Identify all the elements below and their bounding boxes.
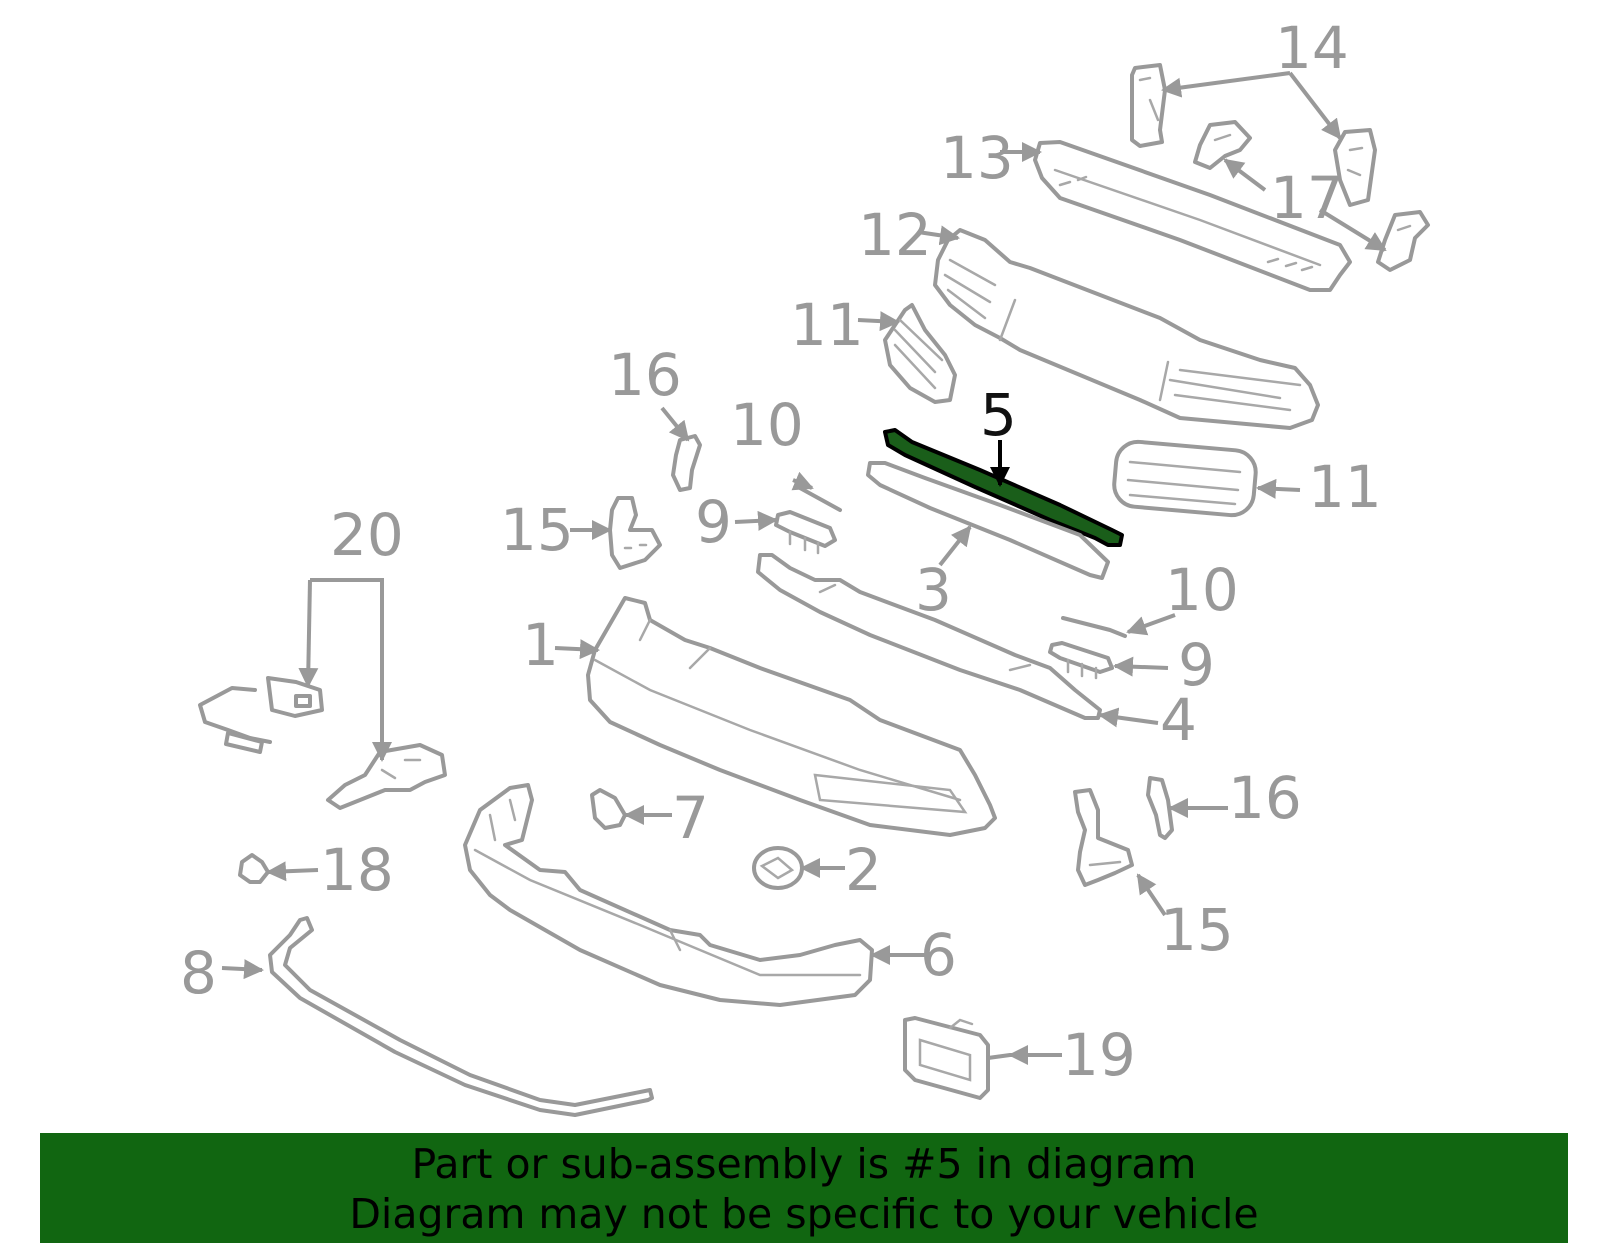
part-9-clip-right [1048, 641, 1114, 680]
leader-lines [221, 71, 1387, 1065]
part-3-strip [866, 461, 1110, 580]
part-18-clip [238, 853, 270, 884]
callout-16-upper: 16 [608, 341, 682, 409]
part-2-grommet [752, 846, 804, 890]
part-20-sensor [198, 676, 324, 754]
callout-10-upper: 10 [730, 391, 804, 459]
callout-18: 18 [320, 836, 394, 904]
callout-9-right: 9 [1178, 631, 1215, 699]
callout-5: 5 [980, 381, 1017, 449]
part-10-clip-upper [798, 486, 842, 512]
callout-16-right: 16 [1228, 764, 1302, 832]
parts-diagram: 14 13 17 12 11 16 5 10 11 9 15 20 3 10 1… [180, 14, 1430, 1117]
callout-19: 19 [1062, 1021, 1136, 1089]
part-8-tube [268, 916, 654, 1117]
callout-1: 1 [522, 611, 559, 679]
callout-12: 12 [858, 201, 932, 269]
callout-3: 3 [915, 556, 952, 624]
part-10-clip-right [1061, 616, 1127, 638]
part-19-fog-lamp [903, 1016, 1012, 1100]
part-9-clip-upper [774, 510, 837, 555]
part-12-absorber [933, 228, 1320, 430]
callout-14: 14 [1275, 14, 1349, 82]
part-14-bracket-left [1130, 63, 1167, 148]
callout-4: 4 [1160, 686, 1197, 754]
part-17-bracket-lower [1376, 210, 1430, 272]
part-4-bar [756, 553, 1102, 720]
part-13-reinforcement [1033, 140, 1352, 292]
callout-9-upper: 9 [695, 488, 732, 556]
part-5-strip-highlighted [883, 428, 1124, 547]
part-1-bumper-cover [586, 596, 997, 837]
callout-6: 6 [920, 921, 957, 989]
part-14-bracket-right [1333, 128, 1377, 207]
callout-11-left: 11 [790, 291, 864, 359]
part-11-grille-right [1112, 439, 1258, 518]
part-15-bracket-upper [608, 496, 662, 570]
callout-15-right: 15 [1160, 896, 1234, 964]
callout-7: 7 [672, 784, 709, 852]
part-16-bracket-right [1146, 776, 1174, 840]
banner-line-part: Part or sub-assembly is #5 in diagram [411, 1140, 1197, 1188]
banner-line-disclaimer: Diagram may not be specific to your vehi… [349, 1190, 1259, 1238]
part-11-grille-left [883, 303, 957, 404]
callout-8: 8 [180, 939, 217, 1007]
callout-17: 17 [1270, 164, 1344, 232]
callout-20: 20 [330, 501, 404, 569]
part-6-lower-spoiler [463, 783, 874, 1007]
part-16-bracket-upper [671, 434, 702, 492]
part-15-bracket-right [1073, 788, 1134, 887]
callout-13: 13 [940, 124, 1014, 192]
part-20-bracket [326, 743, 447, 810]
part-17-bracket-upper [1193, 120, 1252, 170]
part-info-banner: Part or sub-assembly is #5 in diagram Di… [40, 1133, 1568, 1243]
callout-10-right: 10 [1165, 556, 1239, 624]
callout-2: 2 [845, 836, 882, 904]
part-7-insert [590, 788, 627, 830]
callout-15-upper: 15 [500, 496, 574, 564]
callout-11-right: 11 [1308, 453, 1382, 521]
